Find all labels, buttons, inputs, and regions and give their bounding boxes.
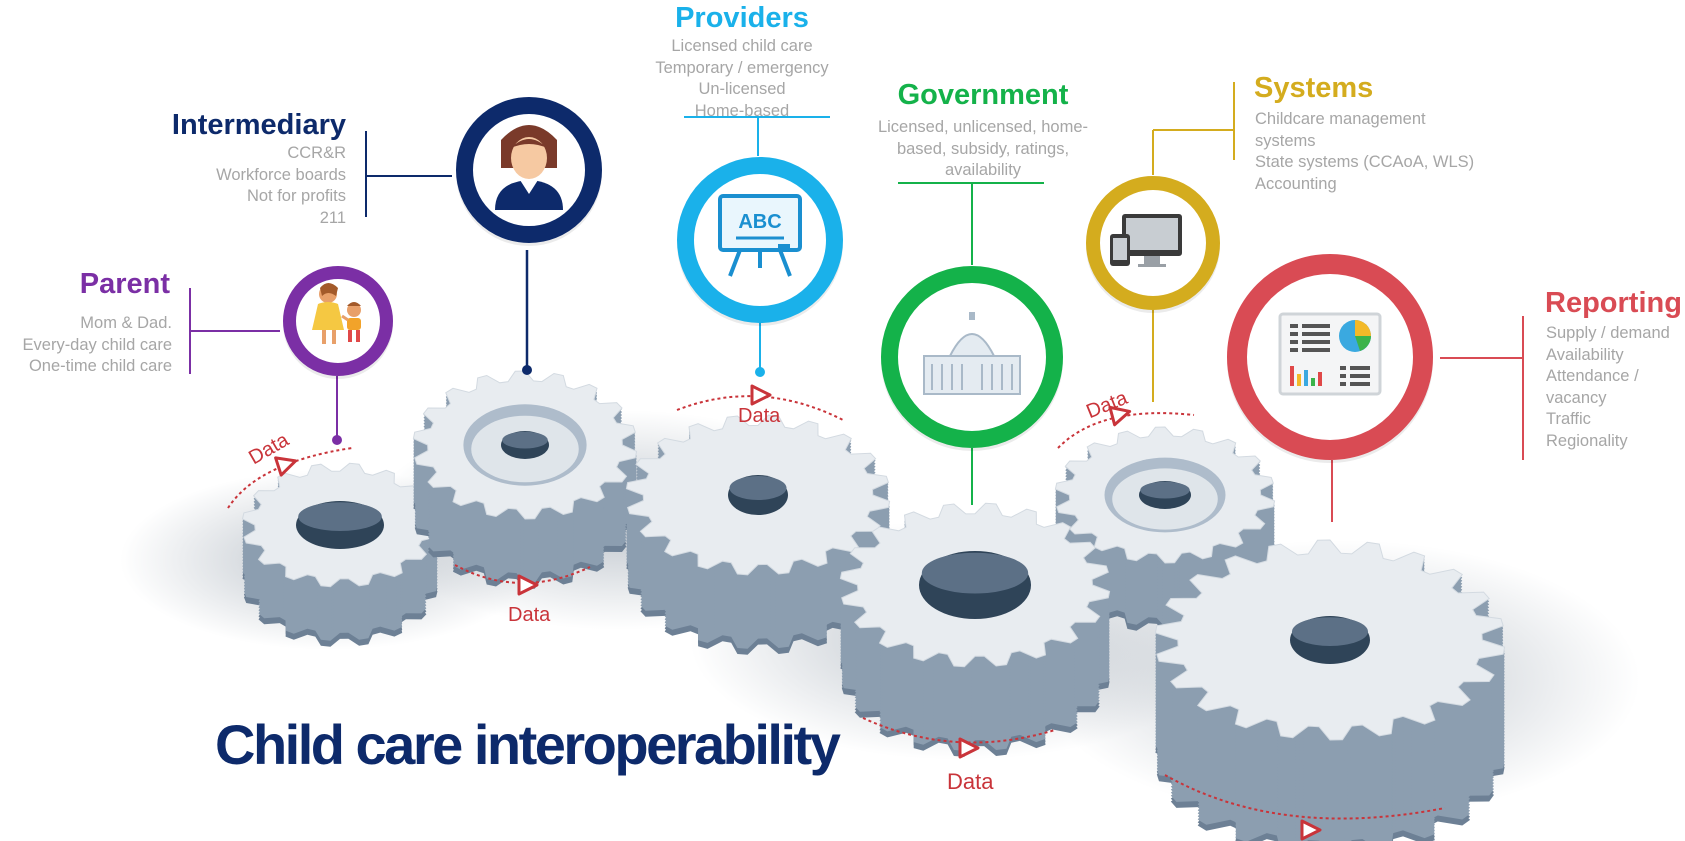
arrow-head-icon <box>1300 819 1322 841</box>
arrow-head-icon <box>1108 405 1132 427</box>
arrow-head-icon <box>750 384 772 406</box>
parent-items: Mom & Dad. Every-day child care One-time… <box>23 313 172 378</box>
intermediary-item: Workforce boards <box>216 165 346 184</box>
arrow-head-icon <box>274 456 298 477</box>
businesswoman-icon <box>495 125 563 210</box>
gears <box>241 370 1506 841</box>
reporting-item: Traffic <box>1546 410 1591 428</box>
data-flow-arrows <box>227 384 1446 841</box>
systems-item: State systems (CCAoA, WLS) <box>1255 153 1475 171</box>
gear-parent <box>241 462 439 647</box>
government-title: Government <box>897 79 1069 111</box>
arrow-head-icon <box>958 737 980 759</box>
reporting-item: vacancy <box>1546 388 1607 407</box>
parent-item: Mom & Dad. <box>80 314 172 332</box>
data-arrow-systems <box>1057 412 1195 449</box>
gear-reporting <box>1154 539 1506 841</box>
connector-dot <box>522 365 532 375</box>
arrow-head-icon <box>517 574 539 596</box>
providers-item: Un-licensed <box>698 80 786 98</box>
systems-items: Childcare management systems State syste… <box>1255 109 1474 195</box>
providers-items: Licensed child care Temporary / emergenc… <box>622 36 862 122</box>
intermediary-title: Intermediary <box>171 109 346 141</box>
data-arrow-government <box>862 717 1056 744</box>
reporting-item: Supply / demand <box>1546 324 1670 342</box>
parent-title: Parent <box>79 268 170 300</box>
data-label: Data <box>947 769 994 794</box>
parent-item: One-time child care <box>28 357 172 375</box>
intermediary-item: 211 <box>319 208 346 227</box>
devices-icon <box>1110 214 1182 267</box>
connector-dot <box>755 367 765 377</box>
parent-item: Every-day child care <box>22 335 172 354</box>
intermediary-item: Not for profits <box>246 187 346 205</box>
providers-item: Licensed child care <box>671 37 813 55</box>
reporting-item: Regionality <box>1546 431 1628 450</box>
gear-intermediary <box>412 370 638 589</box>
capitol-building-icon <box>923 312 1021 395</box>
dashboard-report-icon <box>1278 312 1382 396</box>
systems-item: systems <box>1255 131 1316 150</box>
svg-text:ABC: ABC <box>738 211 781 233</box>
government-item: Licensed, unlicensed, home- <box>877 118 1089 136</box>
government-items: Licensed, unlicensed, home- based, subsi… <box>853 117 1113 182</box>
reporting-item: Availability <box>1546 345 1624 364</box>
chalkboard-abc-icon: ABC <box>718 194 802 277</box>
reporting-item: Attendance / <box>1546 367 1639 385</box>
data-arrow-reporting <box>1164 774 1446 820</box>
mother-child-icon <box>312 283 361 344</box>
data-label: Data <box>738 405 781 427</box>
intermediary-items: CCR&R Workforce boards Not for profits 2… <box>216 143 346 229</box>
reporting-title: Reporting <box>1545 287 1682 319</box>
connector-lines <box>189 82 1524 522</box>
systems-item: Accounting <box>1255 174 1337 193</box>
data-arrow-parent <box>227 447 353 509</box>
providers-item: Home-based <box>694 101 790 120</box>
providers-item: Temporary / emergency <box>655 58 829 77</box>
government-item: availability <box>944 161 1022 179</box>
intermediary-item: CCR&R <box>287 144 346 162</box>
data-label: Data <box>508 604 551 626</box>
gear-providers <box>625 414 891 655</box>
reporting-items: Supply / demand Availability Attendance … <box>1546 323 1670 452</box>
gear-government <box>839 502 1111 757</box>
connector-dot <box>332 435 342 445</box>
government-item: based, subsidy, ratings, <box>896 139 1070 158</box>
systems-title: Systems <box>1254 72 1374 104</box>
page-title: Child care interoperability <box>215 713 841 776</box>
providers-title: Providers <box>675 2 809 34</box>
systems-item: Childcare management <box>1255 110 1426 128</box>
